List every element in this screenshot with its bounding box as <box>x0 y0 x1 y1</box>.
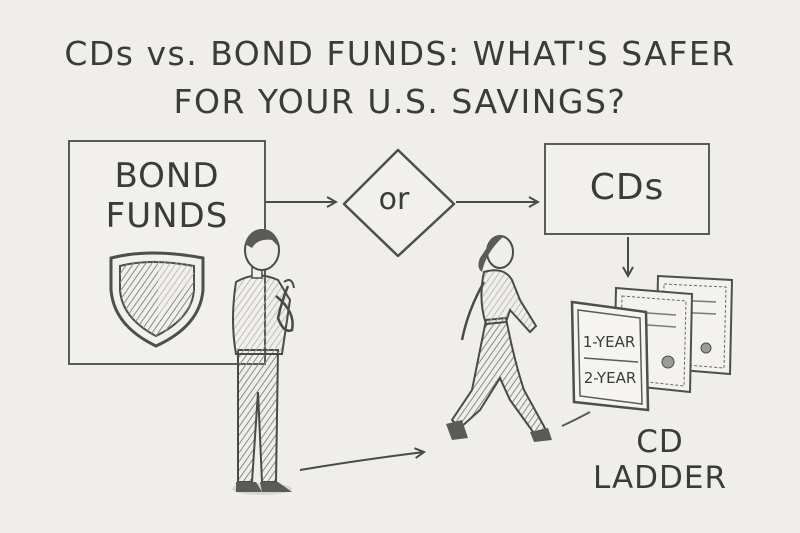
ladder-label-line-1: CD <box>636 424 684 460</box>
bond-funds-label-line-2: FUNDS <box>105 196 229 236</box>
cds-box: CDs <box>544 143 710 235</box>
title-line-1: CDs vs. BOND FUNDS: WHAT'S SAFER <box>64 34 736 73</box>
certificate-stack <box>570 274 734 412</box>
arrow-path-curve <box>299 452 424 471</box>
path-line <box>561 411 591 427</box>
certificate-front <box>570 300 650 412</box>
certificate-label-2-year: 2-YEAR <box>583 369 637 387</box>
bond-funds-label-line-1: BOND <box>114 156 220 196</box>
decision-diamond <box>342 148 456 258</box>
certificate-label-1-year: 1-YEAR <box>582 333 636 351</box>
title-line-2: FOR YOUR U.S. SAVINGS? <box>173 82 627 121</box>
cds-label: CDs <box>589 167 665 208</box>
man-thinking-figure <box>232 229 295 495</box>
woman-walking-figure <box>446 235 552 442</box>
shield-icon <box>109 251 205 348</box>
decision-label: or <box>378 182 410 217</box>
ladder-label-line-2: LADDER <box>592 460 728 496</box>
